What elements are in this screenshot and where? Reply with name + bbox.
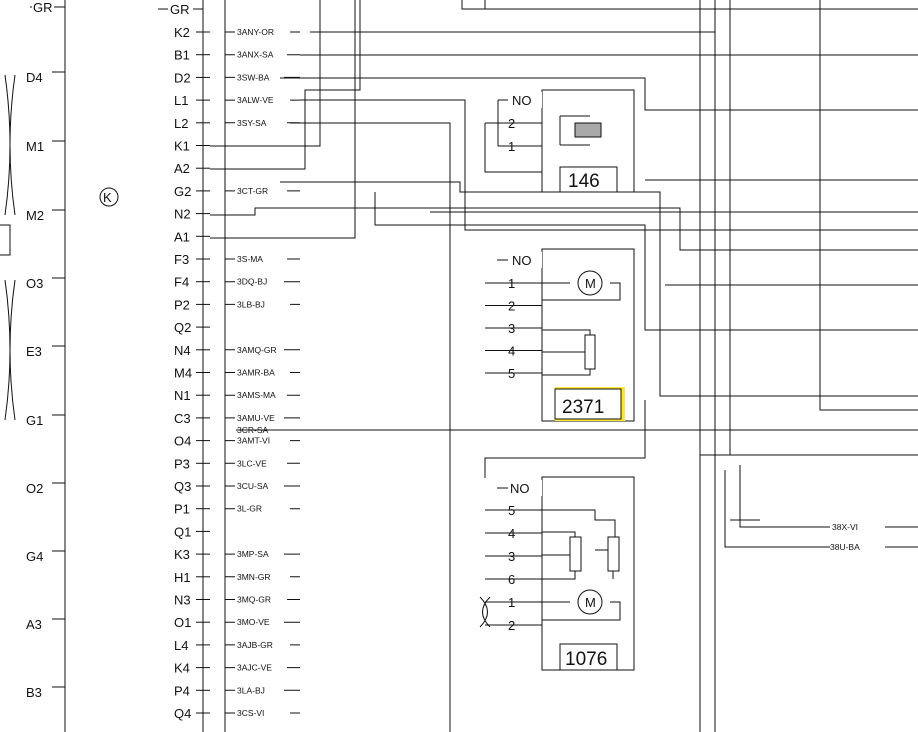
main-pin-label: N3 [174,593,191,608]
main-wire-label: 3MO-VE [237,617,270,627]
main-wire-label: 3ANX-SA [237,50,274,60]
component-2371-id: 2371 [562,397,604,418]
component-1076-header: NO [510,481,530,496]
main-pin-label: D2 [174,70,191,85]
main-wire-label: 3LA-BJ [237,685,265,695]
component-146: NO 2 1 146 [484,89,635,193]
main-pin-label: N2 [174,207,191,222]
main-wire-label: 3AMU-VE [237,413,275,423]
left-pin-label: G1 [26,413,43,428]
svg-text:M: M [585,595,596,610]
left-pin-label: D4 [26,70,43,85]
main-pin-label: L4 [174,638,188,653]
main-wire-label: 3CU-SA [237,481,269,491]
svg-text:K: K [103,190,112,205]
main-pin-label: B1 [174,48,190,63]
main-pin-label: L2 [174,116,188,131]
component-146-header: NO [512,93,532,108]
main-wire-label: 3AMS-MA [237,390,276,400]
main-pin-label: P3 [174,456,190,471]
main-wire-label: 3CT-GR [237,186,268,196]
left-connector-header: GR [33,0,53,15]
main-wire-label: 3MN-GR [237,572,271,582]
main-pin-label: A1 [174,229,190,244]
main-wire-label: 3AMR-BA [237,368,275,378]
main-wire-label: 3AJB-GR [237,640,273,650]
routing-wires [210,0,918,732]
main-wire-label: 3S-MA [237,254,263,264]
main-pin-label: K1 [174,139,190,154]
main-pin-label: P4 [174,683,190,698]
main-pin-label: N4 [174,343,191,358]
main-pin-label: G2 [174,184,191,199]
component-146-id: 146 [568,171,600,192]
right-wire-label-2: 38U-BA [830,542,860,552]
main-wire-label: 3AMQ-GR [237,345,277,355]
component-2371-header: NO [512,253,532,268]
main-pin-label: L1 [174,93,188,108]
main-wire-label: 3MP-SA [237,549,269,559]
main-wire-label: 3ANY-OR [237,27,274,37]
main-pin-label: A2 [174,161,190,176]
main-wire-label: 3AMT-VI [237,436,270,446]
left-pin-label: B3 [26,685,42,700]
right-wires: 38X-VI 38U-BA [830,522,860,552]
main-pin-label: O4 [174,434,191,449]
main-wire-label: 3SY-SA [237,118,267,128]
main-wire-label: 3AJC-VE [237,663,272,673]
left-pin-label: O2 [26,481,43,496]
main-pin-label: P1 [174,502,190,517]
main-wire-label: 3LB-BJ [237,299,265,309]
main-pin-label: K3 [174,547,190,562]
svg-text:M: M [585,276,596,291]
component-1076-id: 1076 [565,649,607,670]
main-pin-label: F4 [174,275,189,290]
left-pin-label: M2 [26,208,44,223]
main-pin-label: C3 [174,411,191,426]
main-pin-label: P2 [174,297,190,312]
main-connector: GR K2 3ANY-OR B1 3ANX-SA D2 3SW-BA L1 3ALW-VE L2… [158,0,918,732]
left-pin-label: O3 [26,276,43,291]
main-pin-label: Q1 [174,524,191,539]
left-pin-label: A3 [26,617,42,632]
main-wire-label: 3L-GR [237,504,262,514]
left-pin-label: M1 [26,139,44,154]
main-wire-label: 3LC-VE [237,458,267,468]
main-pin-label: Q4 [174,706,191,721]
main-pin-label: O1 [174,615,191,630]
main-pin-label: N1 [174,388,191,403]
main-pin-label: K4 [174,661,190,676]
main-connector-header: GR [170,2,190,17]
main-wire-label: 3SW-BA [237,72,270,82]
main-wire-label: 3DQ-BJ [237,277,267,287]
main-pin-label: M4 [174,366,192,381]
main-wire-label: 3ALW-VE [237,95,274,105]
main-pin-label: Q3 [174,479,191,494]
left-pin-label: E3 [26,344,42,359]
right-wire-label-1: 38X-VI [832,522,858,532]
main-pin-label: H1 [174,570,191,585]
main-pin-label: F3 [174,252,189,267]
main-wire-label: 3MQ-GR [237,595,271,605]
main-pin-label: Q2 [174,320,191,335]
main-wire-label: 3CS-VI [237,708,264,718]
main-pin-label: K2 [174,25,190,40]
ground-symbol: K [99,187,119,207]
left-pin-label: G4 [26,549,43,564]
